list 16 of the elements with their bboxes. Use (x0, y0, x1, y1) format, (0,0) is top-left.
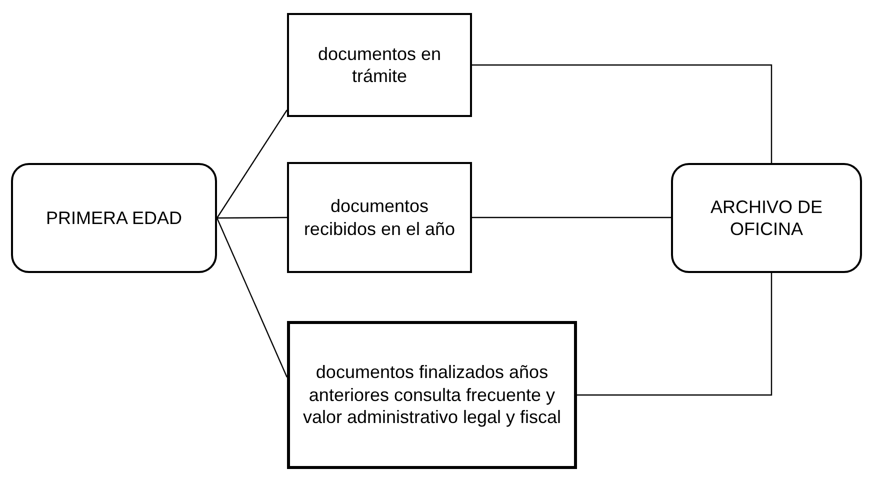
connector-line (217, 216, 287, 219)
box-text: ARCHIVO DE OFICINA (709, 196, 824, 240)
rounded-box (11, 163, 217, 273)
box-text: documentos finalizados años anteriores consulta frecuente y valor administrativo legal y fiscal (302, 361, 562, 429)
connector-line (472, 216, 671, 218)
connector-line (216, 110, 288, 218)
process-box (287, 13, 472, 117)
box-text: documentos recibidos en el año (302, 195, 456, 240)
process-box (287, 162, 472, 273)
box-text: PRIMERA EDAD (46, 206, 182, 230)
connector-line (577, 273, 772, 396)
connector-line (472, 64, 772, 163)
box-text: documentos en trámite (316, 42, 442, 88)
connector-line (216, 218, 288, 378)
process-box (287, 321, 577, 469)
rounded-box (671, 163, 862, 273)
